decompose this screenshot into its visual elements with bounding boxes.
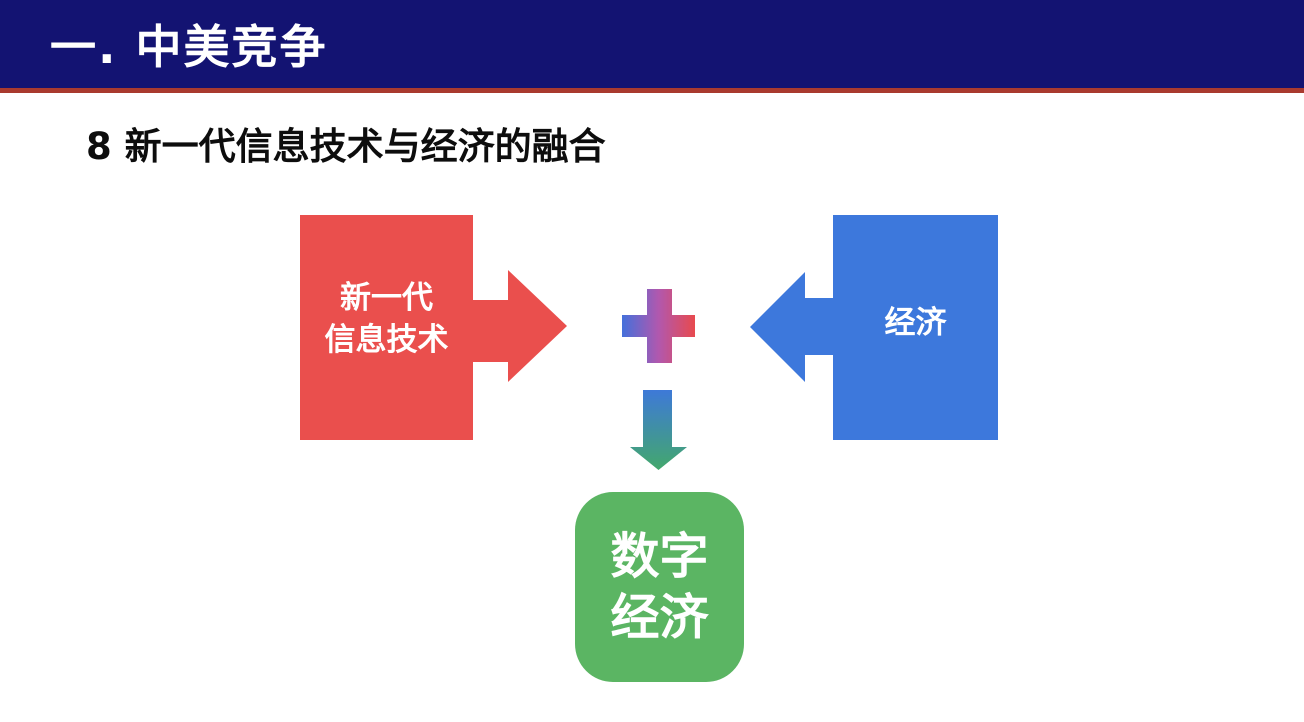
slide-subtitle: 8 新一代信息技术与经济的融合 [86,125,606,168]
header-band: 一. 中美竞争 [0,0,1304,88]
down-arrow-icon [630,390,687,470]
tech-box: 新一代 信息技术 [300,215,473,440]
economy-box: 经济 [833,215,998,440]
header-divider [0,88,1304,93]
result-box: 数字 经济 [575,492,744,682]
tech-box-label-line2: 信息技术 [324,321,449,358]
plus-icon [622,289,695,363]
page-title: 一. 中美竞争 [50,20,328,74]
result-box-label-line2: 经济 [610,589,709,646]
right-arrow-icon [473,270,567,382]
tech-box-label-line1: 新一代 [340,279,433,316]
left-arrow-icon [750,272,833,382]
result-box-label-line1: 数字 [610,528,709,585]
economy-box-label: 经济 [884,304,947,341]
